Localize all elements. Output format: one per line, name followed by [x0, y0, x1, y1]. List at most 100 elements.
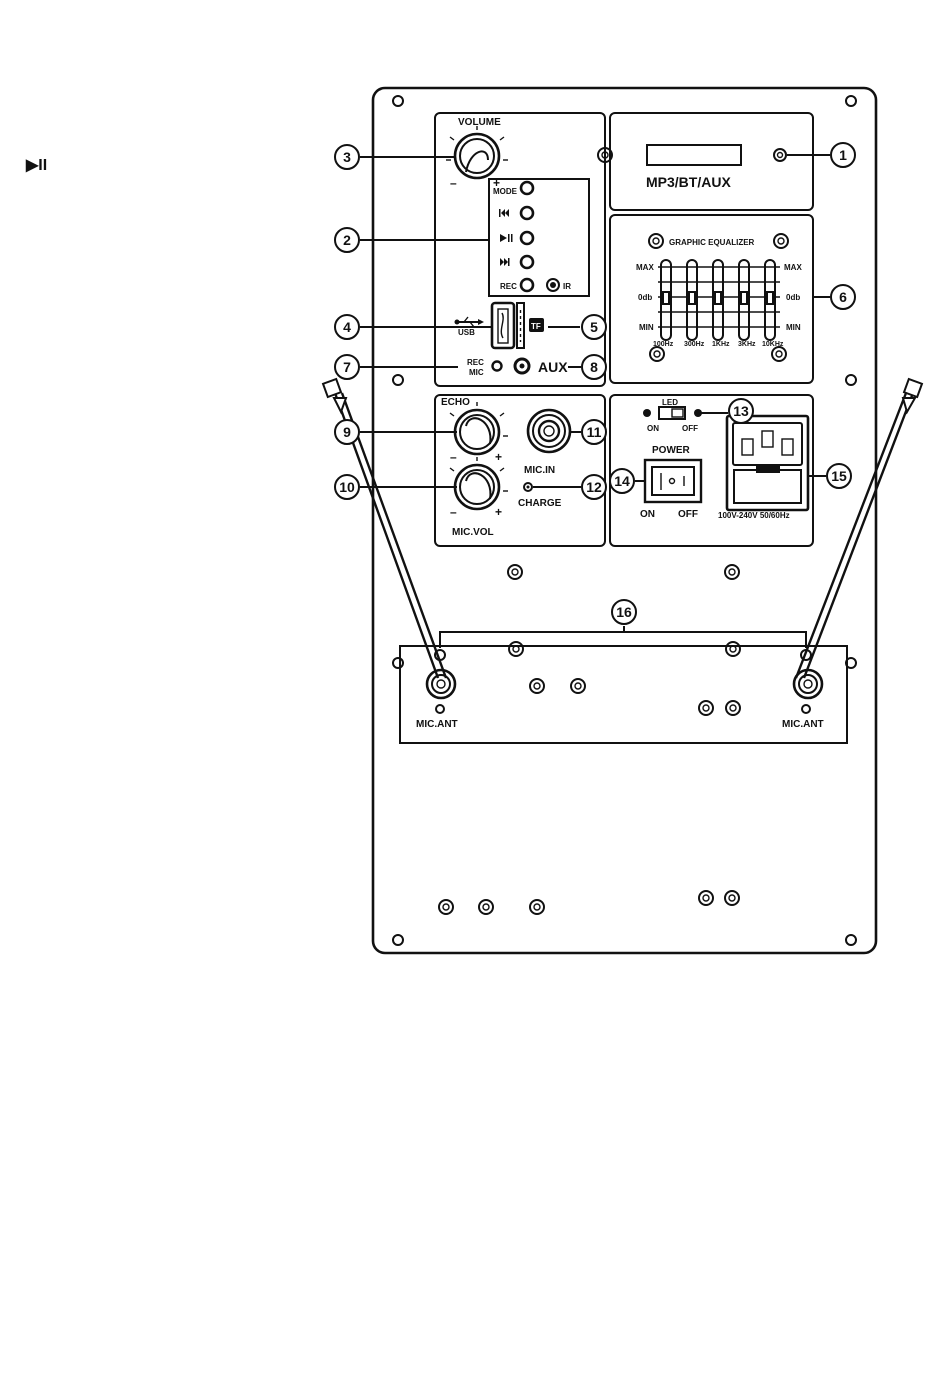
eq-slider-1khz[interactable] — [713, 260, 723, 340]
svg-text:1: 1 — [839, 147, 847, 163]
eq-odb-left: 0db — [638, 293, 652, 302]
rec-button[interactable] — [521, 279, 533, 291]
svg-text:11: 11 — [587, 424, 602, 440]
eq-freq-3khz: 3KHz — [738, 341, 756, 348]
eq-min-right: MIN — [786, 323, 801, 332]
eq-slider-3khz[interactable] — [739, 260, 749, 340]
mic-volume-knob[interactable] — [450, 457, 508, 509]
mic-in-jack[interactable] — [528, 410, 570, 452]
svg-text:TF: TF — [531, 322, 541, 331]
power-off-label: OFF — [678, 509, 698, 520]
svg-text:14: 14 — [614, 473, 630, 489]
eq-freq-100hz: 100Hz — [653, 341, 674, 348]
mode-button[interactable] — [521, 182, 533, 194]
prev-icon — [499, 209, 509, 217]
panel-plate — [373, 88, 876, 953]
callout-1: 1 — [831, 143, 855, 167]
tf-card-slot[interactable] — [517, 303, 524, 348]
usb-label: USB — [458, 328, 475, 337]
svg-text:8: 8 — [590, 359, 598, 375]
mic-vol-minus: – — [450, 505, 457, 519]
callout-9: 9 — [335, 420, 359, 444]
usb-port[interactable] — [492, 303, 514, 348]
eq-slider-10khz[interactable] — [765, 260, 775, 340]
usb-icon — [455, 317, 485, 327]
callout-7: 7 — [335, 355, 359, 379]
callout-3: 3 — [335, 145, 359, 169]
svg-text:4: 4 — [343, 319, 351, 335]
mic-ant-label-left: MIC.ANT — [416, 719, 458, 730]
led-switch[interactable] — [659, 407, 685, 419]
eq-slider-100hz[interactable] — [661, 260, 671, 340]
rec-label: REC — [500, 282, 517, 291]
callout-16: 16 — [612, 600, 636, 624]
eq-screw-tr — [774, 234, 788, 248]
callout-2: 2 — [335, 228, 359, 252]
charge-label: CHARGE — [518, 498, 562, 509]
eq-max-left: MAX — [636, 263, 654, 272]
volume-knob[interactable] — [446, 126, 508, 178]
prev-button[interactable] — [521, 207, 533, 219]
mic-vol-label: MIC.VOL — [452, 527, 494, 538]
aux-jack[interactable] — [515, 359, 529, 373]
power-on-label: ON — [640, 509, 655, 520]
svg-text:2: 2 — [343, 232, 351, 248]
power-switch[interactable] — [645, 460, 701, 502]
callout-12: 12 — [582, 475, 606, 499]
led-off-label: OFF — [682, 424, 698, 433]
echo-knob[interactable] — [450, 402, 508, 454]
antenna-bracket — [440, 626, 806, 648]
ac-power-socket[interactable] — [727, 416, 808, 510]
svg-text:16: 16 — [616, 604, 632, 620]
svg-text:15: 15 — [831, 468, 847, 484]
antenna-module — [400, 646, 847, 743]
eq-freq-300hz: 300Hz — [684, 341, 705, 348]
led-indicator-left — [643, 409, 651, 417]
eq-freq-1khz: 1KHz — [712, 341, 730, 348]
callout-10: 10 — [335, 475, 359, 499]
callout-8: 8 — [582, 355, 606, 379]
play-pause-symbol: ▶II — [25, 157, 47, 174]
mode-label: MODE — [493, 187, 518, 196]
led-label: LED — [662, 398, 678, 407]
plate-screws — [393, 96, 856, 945]
left-antenna-connector[interactable] — [427, 670, 455, 698]
play-pause-icon — [500, 234, 513, 242]
next-button[interactable] — [521, 256, 533, 268]
svg-text:5: 5 — [590, 319, 598, 335]
echo-minus: – — [450, 450, 457, 464]
callout-4: 4 — [335, 315, 359, 339]
tf-card-icon: TF — [529, 318, 544, 332]
display-screw — [774, 149, 786, 161]
eq-slider-300hz[interactable] — [687, 260, 697, 340]
play-pause-button[interactable] — [521, 232, 533, 244]
svg-text:12: 12 — [586, 479, 602, 495]
eq-title: GRAPHIC EQUALIZER — [669, 238, 755, 247]
eq-freq-10khz: 10KHz — [762, 341, 784, 348]
callout-15: 15 — [827, 464, 851, 488]
power-label: POWER — [652, 445, 691, 456]
mid-screws — [508, 565, 739, 579]
voltage-label: 100V-240V 50/60Hz — [718, 511, 790, 520]
bottom-screws — [439, 891, 739, 914]
svg-text:10: 10 — [339, 479, 355, 495]
mic-ant-label-right: MIC.ANT — [782, 719, 824, 730]
eq-odb-right: 0db — [786, 293, 800, 302]
volume-label: VOLUME — [458, 117, 501, 128]
callout-11: 11 — [582, 420, 606, 444]
display-window — [647, 145, 741, 165]
rec-mic-jack[interactable] — [493, 362, 502, 371]
echo-label: ECHO — [441, 397, 470, 408]
echo-plus: + — [495, 450, 502, 464]
volume-minus: – — [450, 176, 457, 190]
eq-screw-bl — [650, 347, 664, 361]
rec-mic-label-line2: MIC — [469, 368, 484, 377]
svg-text:13: 13 — [733, 403, 749, 419]
eq-max-right: MAX — [784, 263, 802, 272]
antenna-screws — [435, 642, 811, 715]
eq-min-left: MIN — [639, 323, 654, 332]
eq-screw-br — [772, 347, 786, 361]
callout-5: 5 — [582, 315, 606, 339]
ir-label: IR — [563, 282, 571, 291]
